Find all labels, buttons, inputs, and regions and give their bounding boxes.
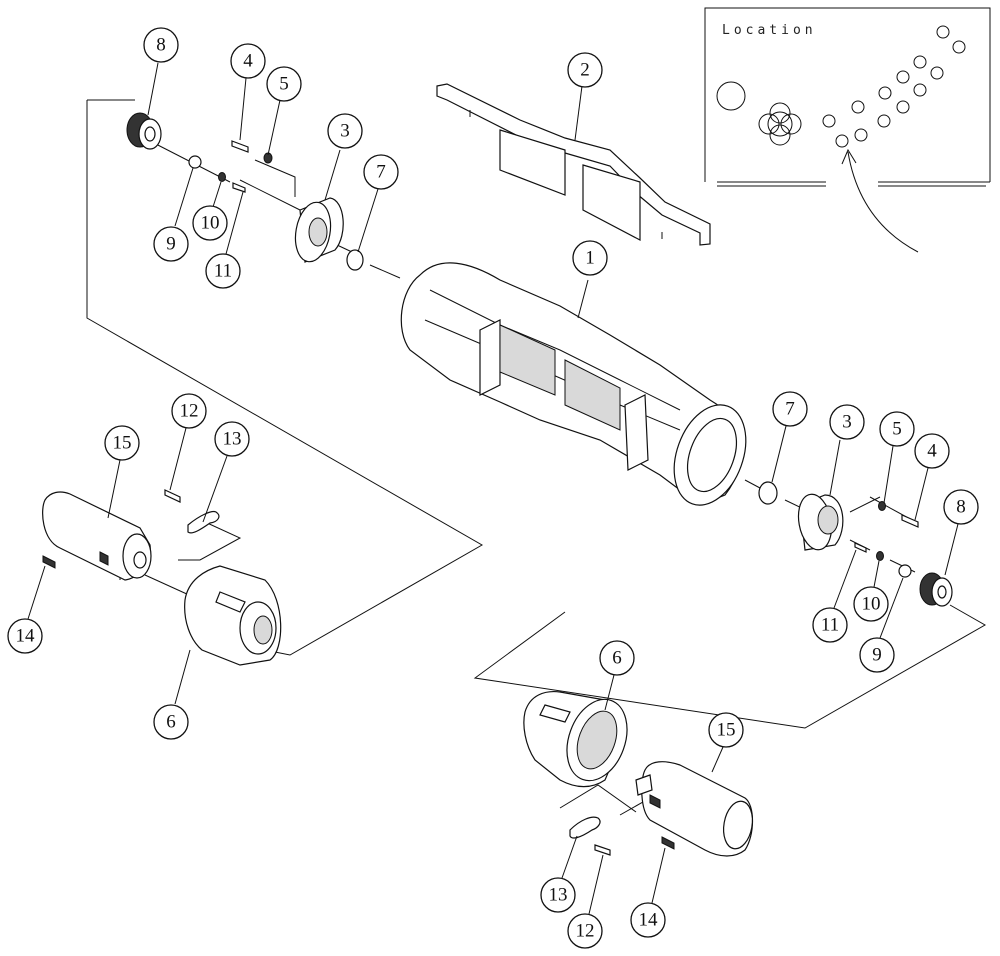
pulley-right (919, 572, 953, 607)
callout-15b: 15 (708, 712, 744, 773)
inset-button-layout (716, 25, 966, 148)
svg-text:10: 10 (201, 213, 220, 234)
nut-right (876, 551, 884, 561)
svg-text:12: 12 (180, 401, 199, 422)
svg-text:4: 4 (243, 51, 253, 72)
callout-15a: 15 (104, 425, 140, 519)
callout-10b: 10 (853, 560, 889, 622)
callout-14b: 14 (630, 847, 666, 938)
left-hardware (126, 112, 364, 271)
callout-13a: 13 (202, 421, 250, 523)
callout-11b: 11 (812, 549, 857, 643)
location-arrow (841, 148, 919, 253)
callout-6a: 6 (153, 649, 191, 740)
svg-text:13: 13 (223, 429, 242, 450)
bolt-left (232, 182, 246, 193)
svg-text:14: 14 (639, 910, 659, 931)
callout-12a: 12 (169, 393, 207, 491)
svg-text:9: 9 (872, 645, 882, 666)
svg-text:10: 10 (862, 594, 881, 615)
left-motor-group (42, 489, 282, 666)
callout-8a: 8 (143, 27, 179, 116)
screw-right (901, 514, 919, 528)
callout-3a: 3 (324, 113, 363, 201)
cover-plate (436, 83, 711, 246)
svg-text:15: 15 (717, 720, 736, 741)
svg-text:7: 7 (376, 162, 386, 183)
callout-4b: 4 (914, 433, 950, 521)
nut-left (218, 172, 226, 182)
callout-9a: 9 (153, 167, 194, 262)
callout-14a: 14 (7, 565, 46, 654)
callout-11a: 11 (205, 191, 244, 289)
svg-text:5: 5 (279, 74, 289, 95)
svg-text:7: 7 (785, 399, 795, 420)
svg-text:12: 12 (576, 921, 595, 942)
svg-text:5: 5 (892, 419, 902, 440)
callout-4a: 4 (230, 43, 266, 141)
svg-text:14: 14 (16, 626, 36, 647)
svg-text:3: 3 (340, 121, 350, 142)
callout-5b: 5 (879, 411, 915, 504)
callout-1: 1 (572, 240, 608, 319)
svg-text:1: 1 (585, 248, 595, 269)
svg-text:6: 6 (166, 712, 176, 733)
washer-left (188, 155, 202, 169)
flange-right (797, 493, 844, 551)
callout-9b: 9 (859, 577, 904, 673)
callout-2: 2 (567, 52, 603, 141)
callout-7b: 7 (771, 391, 808, 483)
right-hardware (758, 481, 953, 607)
callout-10a: 10 (192, 181, 228, 241)
svg-text:8: 8 (956, 497, 966, 518)
svg-text:15: 15 (113, 433, 132, 454)
svg-text:4: 4 (927, 441, 937, 462)
callout-3b: 3 (829, 404, 865, 496)
svg-text:6: 6 (612, 648, 622, 669)
flange-left (294, 197, 344, 263)
o-ring-left (346, 249, 364, 271)
svg-text:8: 8 (156, 35, 166, 56)
callout-12b: 12 (567, 854, 604, 949)
svg-text:9: 9 (166, 234, 176, 255)
svg-text:2: 2 (580, 60, 590, 81)
svg-text:13: 13 (549, 885, 568, 906)
main-tube (400, 262, 747, 506)
bolt-right (854, 542, 867, 553)
pulley-left (126, 112, 162, 150)
callout-5a: 5 (266, 66, 302, 156)
right-motor-group (523, 690, 754, 857)
lock-washer-right (878, 501, 886, 511)
screw-left (231, 140, 249, 153)
callout-7a: 7 (357, 154, 399, 253)
callout-6b: 6 (599, 640, 635, 711)
washer-right (898, 564, 912, 578)
location-inset: Location (704, 7, 991, 253)
svg-text:3: 3 (842, 412, 852, 433)
inset-title: Location (722, 23, 817, 38)
callout-8b: 8 (943, 489, 979, 576)
svg-text:11: 11 (214, 261, 232, 282)
callout-13b: 13 (540, 835, 578, 913)
o-ring-right (758, 481, 778, 505)
svg-text:11: 11 (821, 615, 839, 636)
